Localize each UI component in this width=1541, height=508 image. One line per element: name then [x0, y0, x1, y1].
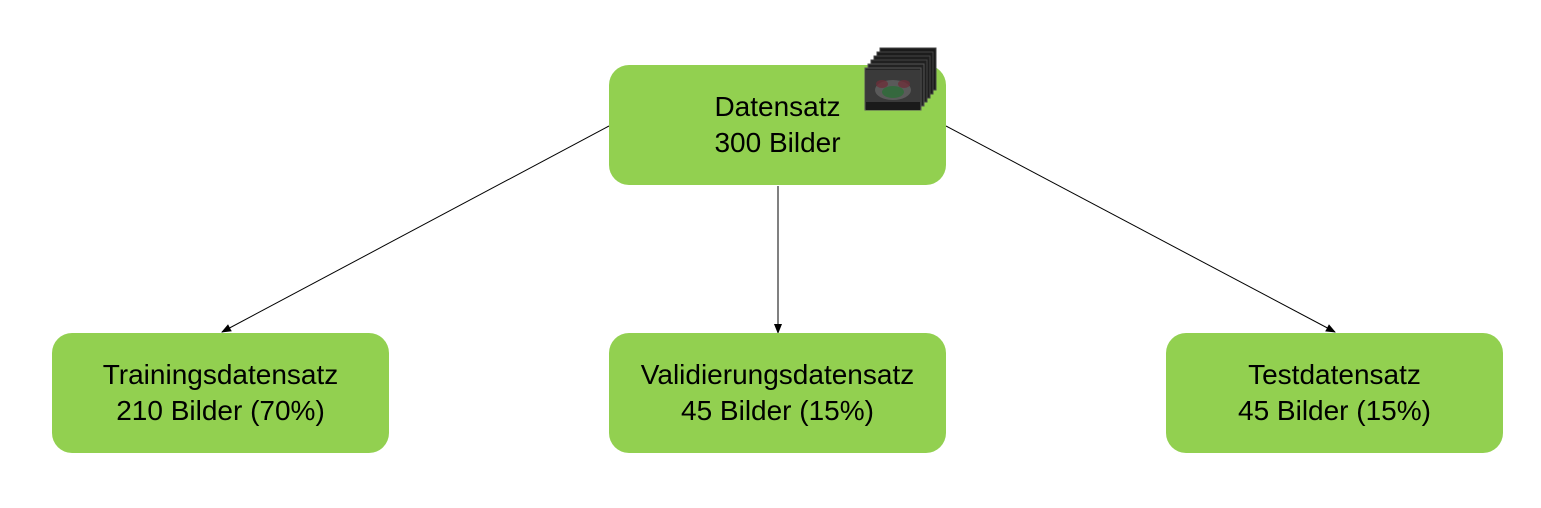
test-node-count: 45 Bilder (15%)	[1238, 395, 1431, 426]
image-stack-icon	[864, 47, 937, 111]
edge-root-to-train	[221, 125, 610, 333]
test-node: Testdatensatz 45 Bilder (15%)	[1166, 333, 1503, 453]
edge-root-to-test	[945, 125, 1336, 333]
dataset-node-count: 300 Bilder	[714, 127, 841, 158]
test-node-title: Testdatensatz	[1248, 359, 1421, 390]
validation-node: Validierungsdatensatz 45 Bilder (15%)	[609, 333, 946, 453]
validation-node-count: 45 Bilder (15%)	[681, 395, 874, 426]
dataset-node-title: Datensatz	[714, 91, 841, 122]
validation-node-title: Validierungsdatensatz	[640, 359, 915, 390]
training-node-count: 210 Bilder (70%)	[116, 395, 325, 426]
training-node: Trainingsdatensatz 210 Bilder (70%)	[52, 333, 389, 453]
training-node-title: Trainingsdatensatz	[102, 359, 339, 390]
